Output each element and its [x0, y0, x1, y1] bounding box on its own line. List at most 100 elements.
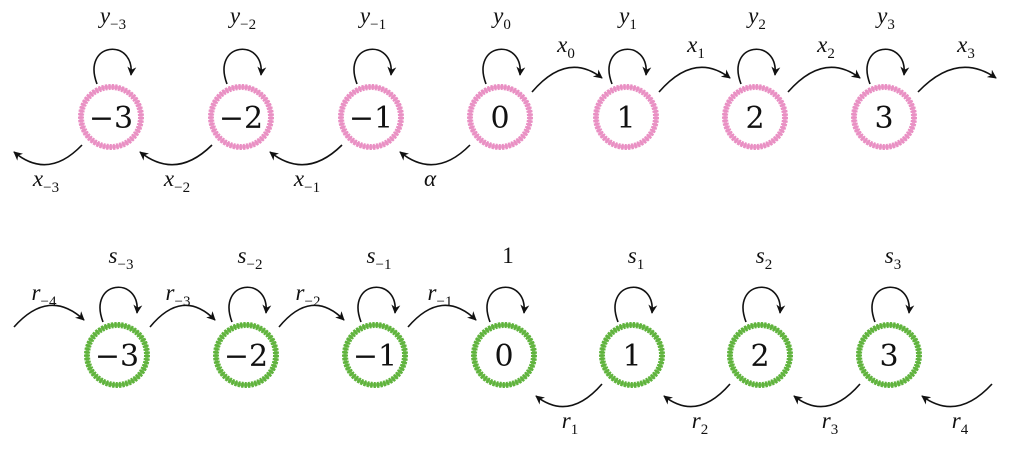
transition-label: α: [424, 166, 437, 191]
transition-arrow: [13, 304, 85, 328]
state-node: 1: [593, 84, 659, 150]
state-ring-core: [85, 323, 149, 387]
state-ring-core: [472, 323, 536, 387]
transition-arrow: [663, 383, 731, 408]
state-node: −2: [213, 322, 279, 388]
state-number: −3: [95, 339, 139, 374]
self-loop-arrow: [486, 286, 530, 323]
state-node: 1: [599, 322, 665, 388]
transition-arrow: [278, 304, 345, 328]
state-ring-core: [852, 85, 916, 149]
loop-label: y2: [746, 3, 766, 33]
transition-arrow: [531, 66, 603, 93]
transition-arrow: [658, 66, 731, 93]
state-node: −3: [84, 322, 150, 388]
transition-label: r−3: [166, 280, 191, 310]
loop-label: s−2: [238, 243, 263, 273]
state-node: −3: [78, 84, 144, 150]
loop-label: y−1: [358, 3, 386, 33]
transition-arrow: [917, 66, 997, 93]
state-node: −2: [208, 84, 274, 150]
state-ring-core: [723, 85, 787, 149]
transition-arrow: [149, 304, 216, 328]
state-node: 3: [856, 322, 922, 388]
state-ring-core: [728, 323, 792, 387]
self-loop-arrow: [223, 48, 267, 85]
state-ring-core: [468, 85, 532, 149]
state-ring-core: [339, 85, 403, 149]
state-number: 0: [490, 101, 509, 136]
self-loop-arrow: [93, 48, 137, 85]
transition-arrow: [535, 383, 603, 408]
transition-label: x3: [956, 32, 975, 62]
transition-label: r−2: [296, 280, 321, 310]
state-number: 1: [616, 101, 635, 136]
transition-arrow: [139, 144, 213, 166]
self-loop-arrow: [228, 286, 272, 323]
transition-label: r4: [952, 408, 969, 438]
self-loop-arrow: [614, 286, 658, 323]
state-number: −2: [224, 339, 268, 374]
state-node: −1: [342, 322, 408, 388]
loop-label: 1: [502, 243, 514, 268]
loop-label: s−3: [109, 243, 134, 273]
state-ring-core: [343, 323, 407, 387]
state-node: 0: [471, 322, 537, 388]
self-loop-arrow: [608, 48, 652, 85]
transition-label: r−1: [428, 280, 453, 310]
transition-label: x−2: [163, 166, 190, 196]
state-node: −1: [338, 84, 404, 150]
self-loop-arrow: [99, 286, 143, 323]
state-ring-core: [214, 323, 278, 387]
transition-label: r2: [692, 408, 708, 438]
state-number: 0: [494, 339, 513, 374]
self-loop-arrow: [482, 48, 526, 85]
self-loop-arrow: [737, 48, 781, 85]
transition-label: x1: [686, 32, 705, 62]
self-loop-arrow: [353, 48, 397, 85]
transition-arrow: [921, 383, 993, 408]
transition-label: r−4: [32, 280, 57, 310]
loop-label: y−2: [228, 3, 256, 33]
loop-label: y−3: [98, 3, 126, 33]
self-loop-arrow: [866, 48, 910, 85]
loop-label: s1: [628, 243, 644, 273]
state-ring-core: [209, 85, 273, 149]
transition-label: r3: [822, 408, 838, 438]
transition-label: x2: [816, 32, 835, 62]
state-number: 3: [874, 101, 893, 136]
state-number: −1: [353, 339, 397, 374]
self-loop-arrow: [357, 286, 401, 323]
transition-arrow: [269, 144, 343, 166]
transition-arrow: [407, 304, 477, 328]
transition-arrow: [793, 383, 861, 408]
transition-arrow: [13, 144, 83, 166]
loop-label: y0: [491, 3, 511, 33]
state-number: 3: [879, 339, 898, 374]
state-number: 1: [622, 339, 641, 374]
transition-arrow: [399, 144, 471, 166]
state-node: 2: [727, 322, 793, 388]
transition-label: r1: [562, 408, 578, 438]
loop-label: s3: [885, 243, 901, 273]
state-ring-core: [857, 323, 921, 387]
state-ring-core: [594, 85, 658, 149]
transition-label: x−3: [32, 166, 59, 196]
transition-label: x−1: [293, 166, 320, 196]
state-number: −2: [219, 101, 263, 136]
state-number: 2: [745, 101, 764, 136]
state-node: 2: [722, 84, 788, 150]
state-node: 0: [467, 84, 533, 150]
state-number: −3: [89, 101, 133, 136]
transition-arrow: [787, 66, 861, 93]
state-ring-core: [600, 323, 664, 387]
state-number: −1: [349, 101, 393, 136]
self-loop-arrow: [871, 286, 915, 323]
state-ring-core: [79, 85, 143, 149]
loop-label: y3: [875, 3, 895, 33]
self-loop-arrow: [742, 286, 786, 323]
state-number: 2: [750, 339, 769, 374]
